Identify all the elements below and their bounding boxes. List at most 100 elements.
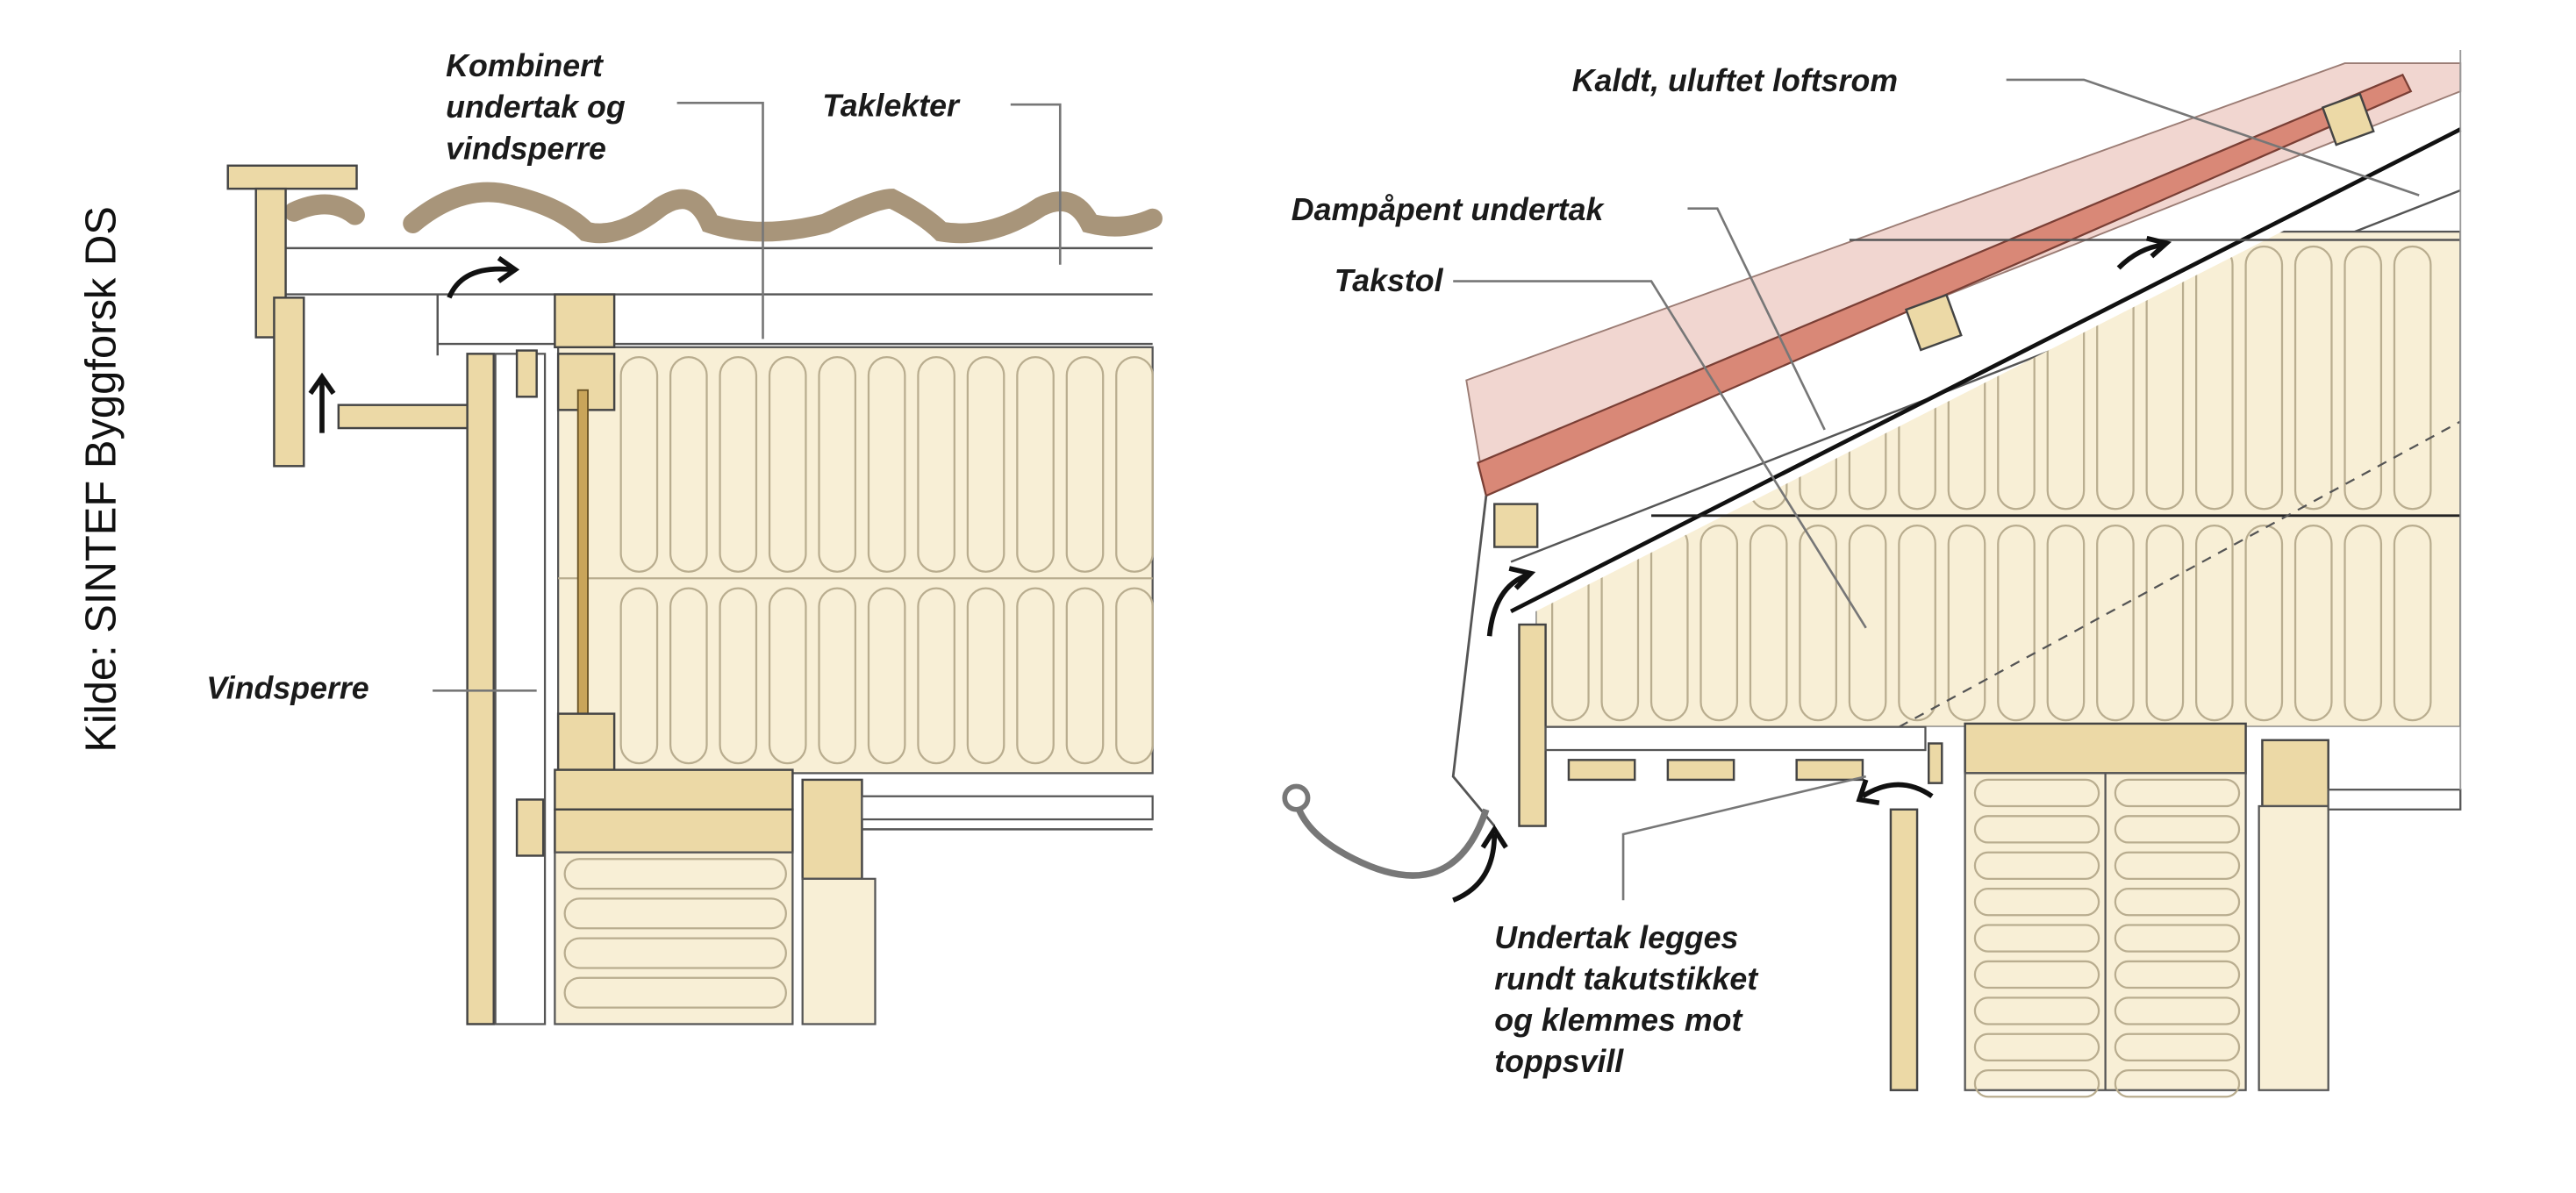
ceiling-panel bbox=[861, 795, 1154, 821]
insulation-fibre bbox=[1947, 524, 1986, 722]
label-cold-attic: Kaldt, uluftet loftsrom bbox=[1572, 63, 1898, 98]
insulation-fibre bbox=[1973, 997, 2100, 1025]
ceiling-panel bbox=[2327, 789, 2462, 811]
insulation-fibre bbox=[2393, 524, 2432, 722]
label-battens: Taklekter bbox=[822, 88, 961, 123]
insulation-fibre bbox=[1115, 587, 1154, 765]
insulation-fibre bbox=[1973, 778, 2100, 808]
insulation-fibre bbox=[1973, 960, 2100, 989]
stud bbox=[576, 389, 589, 732]
label-combined-underlay-1: Kombinert bbox=[446, 48, 605, 83]
insulation-fibre bbox=[1065, 355, 1105, 573]
label-vapour-open-underlay: Dampåpent undertak bbox=[1292, 192, 1606, 227]
insulation-fibre bbox=[1799, 524, 1837, 722]
leader-line bbox=[1621, 775, 1867, 901]
insulation-fibre bbox=[2114, 1069, 2241, 1098]
leader-line bbox=[1453, 280, 1867, 629]
insulation-fibre bbox=[1848, 524, 1887, 722]
insulation-fibre bbox=[917, 587, 955, 765]
insulation-fibre bbox=[563, 976, 787, 1009]
airflow-arrow-icon bbox=[1486, 566, 1536, 637]
eave-flashing bbox=[1451, 496, 1496, 827]
airflow-arrow-icon bbox=[308, 372, 336, 433]
insulation-fibre bbox=[1065, 587, 1105, 765]
leader-line bbox=[676, 101, 764, 339]
label-underlay-note-1: Undertak legges bbox=[1494, 920, 1738, 955]
top-plate bbox=[554, 768, 794, 811]
airflow-arrow-icon bbox=[1856, 779, 1934, 806]
right-detail: Kaldt, uluftet loftsrom Dampåpent undert… bbox=[1282, 50, 2462, 1098]
insulation-fibre bbox=[1997, 524, 2036, 722]
vapour-open-underlay bbox=[1510, 127, 2462, 614]
truss-dashed-line bbox=[1898, 420, 2461, 728]
insulation-fibre bbox=[966, 355, 1005, 573]
insulation-pattern bbox=[1973, 778, 2241, 1098]
soffit-batten bbox=[1666, 759, 1735, 782]
label-truss: Takstol bbox=[1335, 263, 1444, 298]
insulation-fibre bbox=[966, 587, 1005, 765]
nailer bbox=[515, 349, 538, 398]
top-plate bbox=[1964, 722, 2247, 775]
soffit-board bbox=[337, 404, 472, 430]
gutter-rim bbox=[1282, 783, 1311, 812]
insulation-fibre bbox=[563, 897, 787, 930]
inner-wall-insulation bbox=[2258, 804, 2329, 1091]
tile-batten bbox=[1493, 503, 1539, 548]
label-underlay-note-4: toppsvill bbox=[1494, 1044, 1624, 1079]
insulation-fibre bbox=[1699, 524, 1739, 722]
soffit bbox=[1544, 725, 1927, 752]
gutter bbox=[1292, 800, 1490, 879]
insulation-fibre bbox=[2293, 245, 2333, 511]
insulation-fibre bbox=[1973, 887, 2100, 917]
nailer bbox=[1928, 742, 1943, 784]
insulation-fibre bbox=[2046, 524, 2086, 722]
insulation-fibre bbox=[2145, 524, 2185, 722]
leader-line bbox=[1687, 207, 1826, 431]
insulation-fibre bbox=[1016, 587, 1055, 765]
insulation-fibre bbox=[2244, 524, 2284, 722]
insulation-fibre bbox=[2393, 245, 2432, 511]
insulation-fibre bbox=[818, 587, 857, 765]
left-detail: Kombinert undertak og vindsperre Taklekt… bbox=[206, 48, 1163, 1025]
insulation-fibre bbox=[2343, 245, 2383, 511]
airflow-arrow-icon bbox=[2116, 235, 2172, 270]
label-underlay-note-3: og klemmes mot bbox=[1494, 1003, 1743, 1038]
insulation-fibre bbox=[867, 587, 906, 765]
bottom-timber bbox=[556, 712, 616, 771]
eave-board bbox=[273, 296, 305, 468]
tile-batten bbox=[1904, 293, 1963, 352]
insulation-fibre bbox=[768, 355, 807, 573]
insulation-fibre bbox=[2114, 815, 2241, 844]
insulation-fibre bbox=[1973, 1069, 2100, 1098]
insulation-fibre bbox=[1898, 524, 1936, 722]
ventilated-gap bbox=[494, 353, 547, 1025]
fascia-board bbox=[1518, 623, 1547, 827]
nailer bbox=[515, 798, 545, 857]
label-wind-barrier: Vindsperre bbox=[206, 671, 369, 706]
label-combined-underlay-2: undertak og bbox=[446, 89, 626, 125]
insulation-fibre bbox=[563, 858, 787, 890]
insulation-fibre bbox=[867, 355, 906, 573]
leader-line bbox=[1010, 103, 1062, 265]
insulation-fibre bbox=[2114, 778, 2241, 808]
insulation-fibre bbox=[2114, 960, 2241, 989]
insulation-fibre bbox=[2114, 997, 2241, 1025]
insulation-fibre bbox=[1973, 924, 2100, 953]
insulation-fibre bbox=[1973, 1032, 2100, 1061]
roof-tiles bbox=[283, 182, 1163, 244]
source-credit: Kilde: SINTEF Byggforsk DS bbox=[78, 206, 125, 753]
insulation-fibre bbox=[2114, 1032, 2241, 1061]
insulation-fibre bbox=[669, 355, 708, 573]
insulation-fibre bbox=[1016, 355, 1055, 573]
insulation-fibre bbox=[2194, 524, 2234, 722]
insulation-fibre bbox=[2293, 524, 2333, 722]
insulation-fibre bbox=[768, 587, 807, 765]
soffit-batten bbox=[1567, 759, 1636, 782]
insulation-fibre bbox=[619, 355, 659, 573]
exterior-cladding bbox=[1889, 808, 1919, 1091]
leader-line bbox=[2006, 78, 2420, 196]
insulation-fibre bbox=[669, 587, 708, 765]
batten-block bbox=[554, 293, 616, 349]
ceiling-joist bbox=[801, 778, 863, 881]
insulation-fibre bbox=[2244, 245, 2284, 511]
